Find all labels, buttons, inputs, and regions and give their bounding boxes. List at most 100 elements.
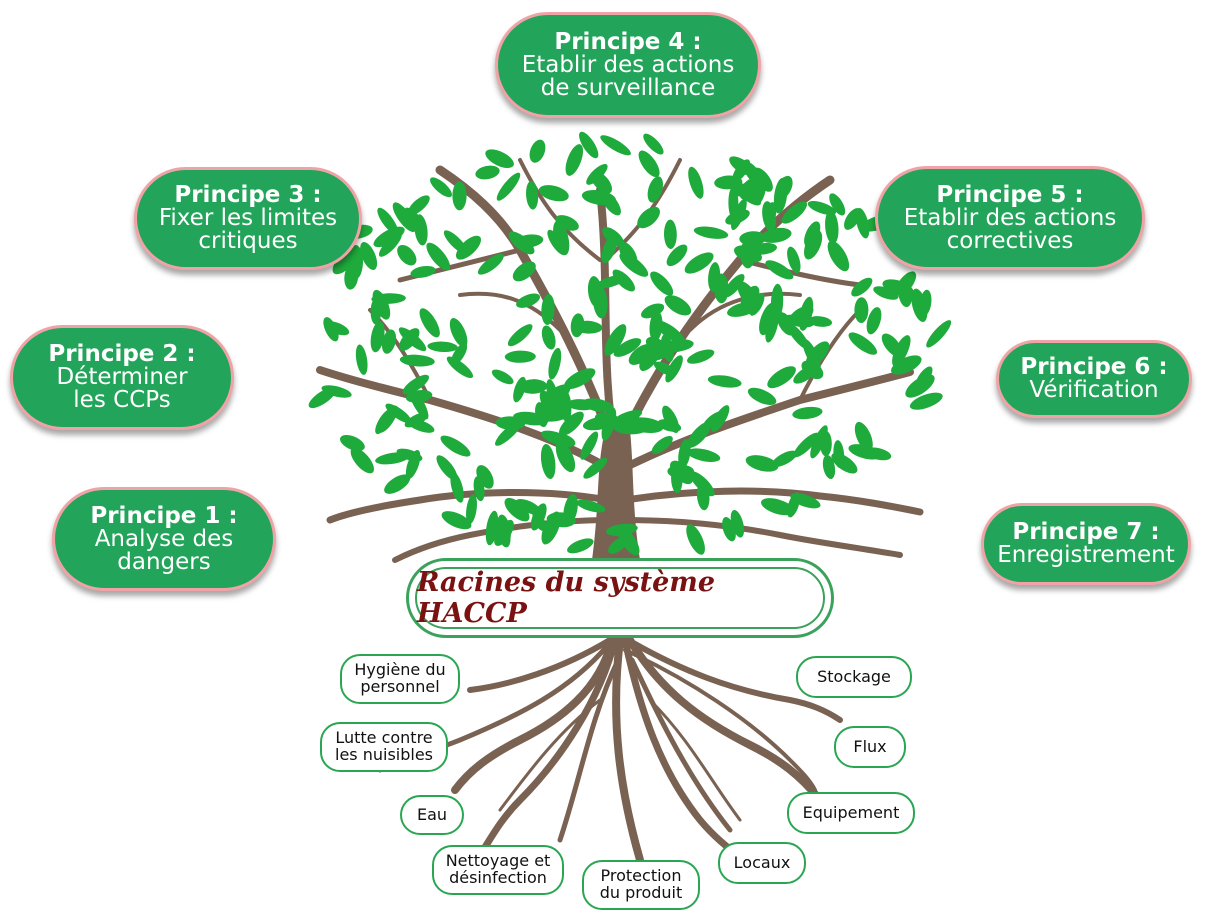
tree-leaf (687, 421, 712, 448)
tree-leaf (477, 253, 504, 275)
tree-leaf (684, 252, 714, 274)
root-eau: Eau (400, 795, 464, 835)
tree-leaf (687, 349, 715, 364)
tree-leaf (384, 474, 411, 494)
roots-banner-inner: Racines du système HACCP (415, 567, 825, 629)
principle-5-text: Etablir des actions correctives (903, 204, 1117, 254)
tree-leaf (693, 226, 729, 239)
tree-leaf (723, 274, 745, 298)
tree-leaf (804, 221, 821, 248)
tree-leaf (662, 405, 680, 433)
tree-leaf (466, 494, 477, 525)
tree-leaf (576, 499, 606, 513)
root-lutte-nuisibles: Lutte contre les nuisibles (320, 722, 448, 772)
tree-leaf (323, 317, 339, 342)
tree-leaf (829, 193, 846, 216)
tree-leaf (370, 297, 382, 325)
tree-leaf (854, 297, 869, 323)
tree-leaf (773, 177, 788, 214)
tree-leaf (764, 202, 777, 227)
tree-leaf (601, 234, 618, 264)
tree-leaf (449, 318, 468, 348)
tree-leaf (732, 159, 751, 182)
tree-leaf (882, 279, 914, 296)
tree-leaf (664, 295, 692, 316)
tree-leaf (613, 338, 642, 357)
tree-leaf (827, 240, 850, 272)
tree-leaf (476, 465, 494, 489)
tree-leaf (749, 292, 765, 316)
tree-leaf (496, 172, 521, 201)
principle-6-text: Vérification (1029, 377, 1159, 403)
tree-leaf (375, 452, 411, 465)
tree-leaf (686, 524, 705, 555)
tree-root (612, 636, 644, 864)
tree-leaf (532, 507, 546, 531)
tree-branch (688, 291, 802, 332)
tree-leaf (452, 181, 467, 211)
tree-leaf (579, 131, 599, 159)
tree-leaf (665, 355, 683, 383)
principle-3-title: Principe 3 : (174, 182, 322, 208)
tree-leaf (450, 472, 464, 503)
roots-banner: Racines du système HACCP (406, 558, 834, 638)
tree-leaf (790, 493, 821, 509)
tree-leaf (891, 355, 922, 375)
tree-leaf (373, 226, 405, 248)
principle-2-text: Déterminer les CCPs (56, 364, 188, 413)
tree-leaf (541, 325, 556, 350)
tree-leaf (564, 368, 596, 390)
tree-leaf (540, 443, 556, 480)
tree-leaf (851, 277, 873, 297)
tree-leaf (555, 441, 576, 473)
tree-leaf (440, 435, 471, 457)
tree-leaf (504, 497, 530, 522)
tree-root (498, 698, 602, 812)
tree-leaf (865, 447, 892, 461)
tree-leaf (792, 406, 823, 420)
principle-2-pill: Principe 2 : Déterminer les CCPs (10, 325, 234, 430)
tree-leaf (760, 227, 792, 243)
tree-leaf (765, 260, 794, 280)
tree-leaf (514, 234, 544, 248)
tree-leaf (771, 450, 798, 467)
tree-leaf (355, 344, 368, 375)
tree-leaf (608, 536, 629, 554)
root-locaux: Locaux (718, 842, 806, 884)
tree-leaf (686, 448, 721, 462)
principle-2-title: Principe 2 : (48, 341, 196, 367)
principle-5-pill: Principe 5 : Etablir des actions correct… (875, 166, 1145, 270)
tree-leaf (866, 307, 882, 335)
tree-leaf (398, 327, 427, 352)
root-stockage: Stockage (796, 656, 912, 698)
tree-leaf (802, 338, 821, 371)
tree-leaf (810, 425, 828, 459)
tree-leaf (647, 176, 664, 203)
tree-leaf (381, 329, 397, 354)
tree-leaf (740, 240, 755, 269)
tree-leaf (497, 522, 511, 548)
tree-root (629, 657, 733, 833)
tree-leaf (360, 242, 378, 270)
tree-leaf (650, 271, 674, 296)
tree-leaf (641, 303, 665, 319)
tree-leaf (666, 244, 688, 267)
principle-3-text: Fixer les limites critiques (158, 205, 338, 254)
tree-branch (326, 489, 612, 524)
principle-5-title: Principe 5 : (936, 181, 1084, 208)
tree-leaf (767, 366, 796, 389)
tree-leaf (848, 332, 878, 355)
tree-leaf (731, 198, 747, 231)
tree-leaf (537, 407, 571, 422)
tree-leaf (594, 412, 624, 429)
tree-root (467, 637, 613, 693)
tree-leaf (475, 165, 500, 180)
roots-banner-title: Racines du système HACCP (417, 567, 716, 629)
tree-leaf (808, 316, 833, 327)
tree-leaf (696, 481, 710, 511)
tree-leaf (541, 294, 555, 325)
principle-1-title: Principe 1 : (90, 502, 238, 529)
tree-roots (377, 636, 843, 864)
tree-leaf (507, 324, 533, 347)
root-hygiene-personnel: Hygiène du personnel (340, 654, 460, 704)
